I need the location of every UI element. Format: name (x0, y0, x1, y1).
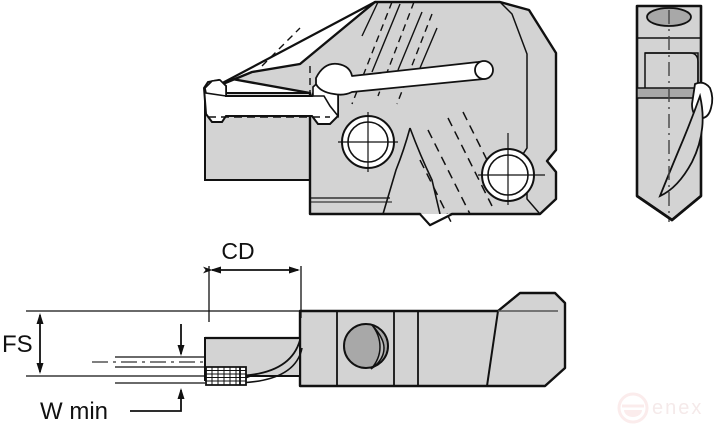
end-view-pocket-fillet (645, 52, 699, 86)
iso-insert-notch-left (204, 79, 227, 97)
iso-hidden-slant-2 (377, 1, 415, 97)
dim-cd-arrow-left-icon (210, 266, 221, 274)
side-hole-outer (343, 323, 389, 369)
dim-wmin-label: W min (40, 398, 108, 425)
end-view-pocket (644, 52, 699, 91)
iso-facet-lines (361, 1, 438, 73)
iso-bore-lower (478, 133, 545, 205)
iso-hidden-lower-1 (427, 129, 471, 215)
dim-seat-arrow-down-icon (177, 345, 185, 356)
watermark: enex (617, 392, 703, 424)
side-rear-chamfer-top (497, 292, 521, 312)
iso-facet-line-1 (361, 1, 379, 37)
dimension-w-min: W min (40, 382, 205, 425)
side-shank-body (298, 291, 567, 388)
dim-fs-label: FS (2, 331, 33, 358)
watermark-logo-icon (617, 392, 649, 424)
iso-top-slope-edge (212, 1, 376, 89)
iso-bottom-notch (419, 213, 453, 227)
side-hole-highlight (370, 324, 385, 370)
iso-chamfer-edge-a (382, 127, 411, 215)
side-locating-hole (343, 323, 389, 370)
iso-chamfer-edge-b (409, 127, 441, 215)
side-elevation-view: CD FS (2, 238, 567, 425)
iso-hidden-lower-2 (447, 117, 493, 207)
side-rear-chamfer-edge (486, 310, 499, 387)
dim-cd-arrow-right-icon (289, 266, 300, 274)
iso-hidden-slant-1 (351, 1, 393, 105)
isometric-cartridge-view (202, 0, 558, 227)
end-view-flute (658, 92, 704, 198)
dimension-cd: CD (203, 238, 302, 322)
iso-facet-line-4 (419, 27, 438, 69)
iso-hidden-slant-top (261, 27, 301, 67)
iso-bore-upper (338, 112, 398, 172)
dim-wmin-arrow-up-icon (177, 388, 185, 399)
iso-facet-line-2 (371, 3, 401, 73)
iso-hidden-lower-4 (419, 159, 453, 225)
dim-fs-arrow-down-icon (36, 363, 44, 374)
iso-hidden-slant-3 (396, 13, 433, 105)
dimension-fs: FS (2, 310, 300, 377)
iso-facet-line-3 (397, 11, 423, 71)
side-insert-seat (205, 366, 247, 386)
watermark-text: enex (652, 397, 703, 419)
watermark-logo-arc-icon (624, 410, 642, 417)
dim-fs-arrow-up-icon (36, 313, 44, 324)
dimension-seat-depth (115, 324, 205, 368)
dim-wmin-leader (130, 390, 182, 412)
dim-cd-label: CD (221, 238, 254, 264)
end-view-bottom-chamfer (636, 194, 702, 222)
iso-screw-head (474, 60, 494, 80)
end-view (635, 4, 714, 222)
